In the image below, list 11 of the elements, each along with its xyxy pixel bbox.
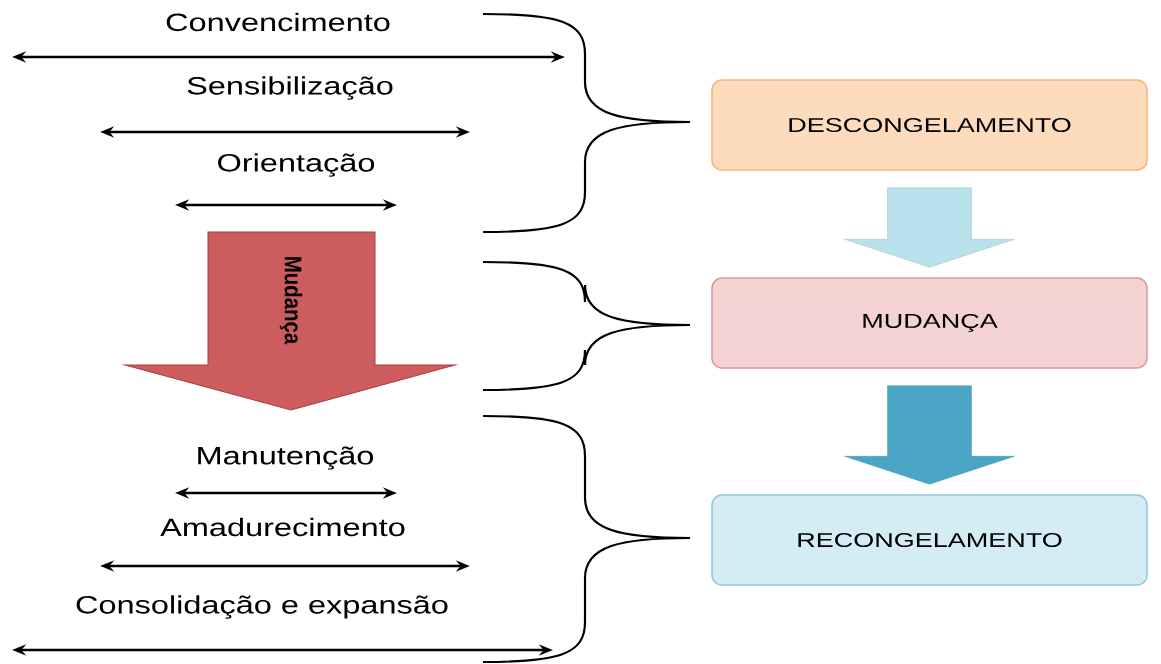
stage-box: MUDANÇA [711, 277, 1148, 369]
block-arrow [844, 187, 1015, 268]
range-label: Sensibilização [187, 76, 393, 100]
range-label: Amadurecimento [160, 517, 405, 537]
stage-box: RECONGELAMENTO [711, 494, 1148, 586]
stage-box: DESCONGELAMENTO [711, 79, 1148, 171]
range-label: Consolidação e expansão [76, 595, 448, 619]
range-label: Convencimento [166, 12, 390, 32]
range-label: Orientação [218, 153, 375, 177]
block-arrow [844, 385, 1015, 485]
range-label: Manutenção [198, 446, 374, 470]
